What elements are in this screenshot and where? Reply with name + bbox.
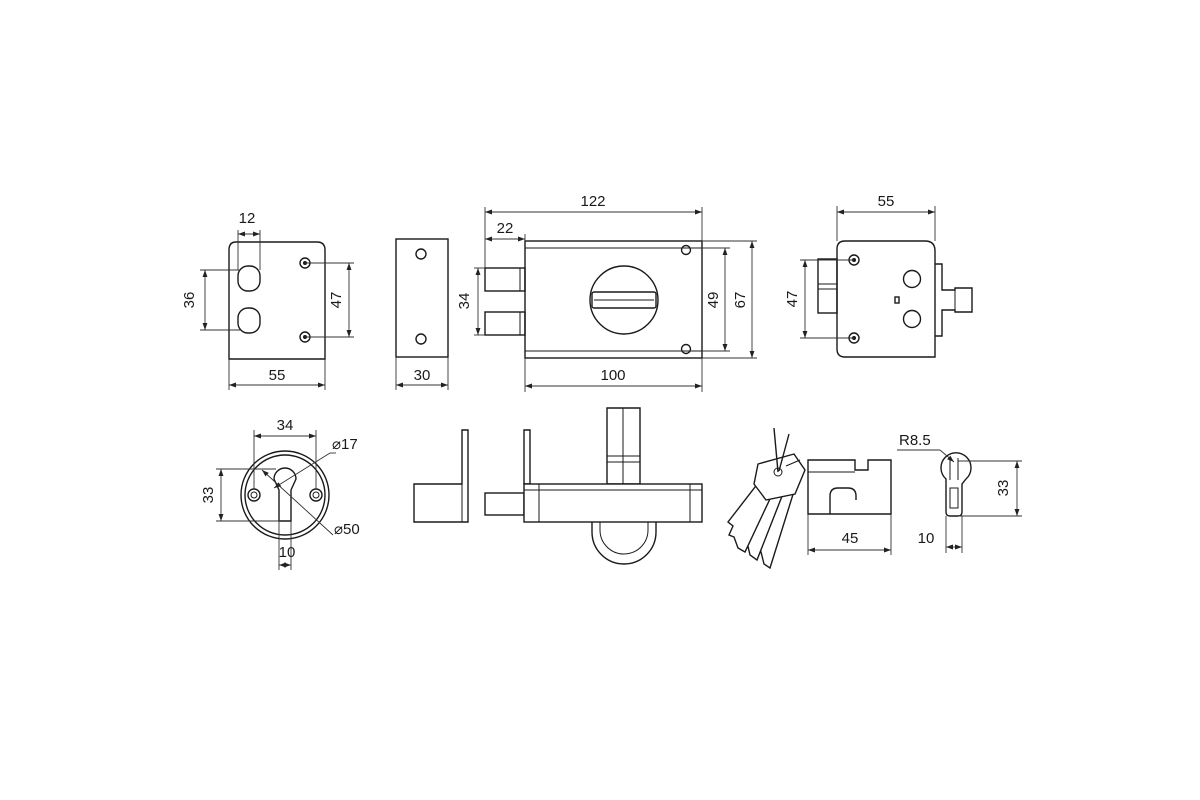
knob-grip — [591, 291, 657, 309]
lock-mounting-flange — [523, 429, 531, 485]
dim-inner-diameter: ⌀17 — [332, 436, 358, 453]
strike-plate-outline — [228, 241, 326, 360]
dim-hole-spacing-height: 36 — [181, 292, 198, 309]
lock-body-view: 122 22 34 49 67 100 — [456, 193, 757, 392]
escutcheon-view: 34 ⌀17 ⌀50 33 10 — [200, 417, 360, 570]
dim-escutcheon-spacing: 34 — [277, 417, 294, 434]
bolt-stub — [817, 258, 838, 314]
dim-side-height: 47 — [784, 291, 801, 308]
bolt-bottom — [484, 311, 526, 336]
lock-side-view: 55 47 — [784, 193, 973, 358]
dim-body-height: 67 — [732, 292, 749, 309]
cylinder-body — [807, 459, 892, 515]
lock-side-outline — [836, 240, 936, 358]
knob-outline — [589, 265, 659, 335]
dim-profile-radius: R8.5 — [899, 432, 931, 449]
side-strike-view: 30 — [395, 238, 449, 390]
dim-body-width: 100 — [600, 367, 625, 384]
dim-bolt-offset: 22 — [497, 220, 514, 237]
dim-cylinder-length: 45 — [842, 530, 859, 547]
key-head — [753, 453, 806, 501]
dim-escutcheon-height: 33 — [200, 487, 217, 504]
lock-body-outline — [524, 240, 703, 359]
strike-slot-top — [237, 265, 261, 292]
bolt-top-view — [484, 492, 525, 516]
side-strike-outline — [395, 238, 449, 358]
dim-strike-height: 47 — [328, 292, 345, 309]
dim-profile-height: 33 — [995, 480, 1012, 497]
dim-side-width: 55 — [878, 193, 895, 210]
escutcheon-outline — [240, 450, 330, 540]
dim-inner-height: 49 — [705, 292, 722, 309]
dim-side-strike-width: 30 — [414, 367, 431, 384]
bolt-top — [484, 267, 526, 292]
dim-strike-width: 55 — [269, 367, 286, 384]
dim-outer-diameter: ⌀50 — [334, 521, 360, 538]
cylinder-view: 45 — [727, 427, 892, 570]
dim-bolt-span: 34 — [456, 293, 473, 310]
front-strike-view: 12 36 47 55 — [181, 210, 354, 390]
strike-slot-bottom — [237, 307, 261, 334]
dim-overall-width: 122 — [580, 193, 605, 210]
strike-angle-bracket — [413, 429, 469, 523]
dim-hole-spacing-width: 12 — [239, 210, 256, 227]
lock-top-view — [413, 407, 703, 565]
cylinder-profile-view: R8.5 33 10 — [897, 432, 1022, 553]
knob-dome — [591, 522, 657, 565]
spindle — [935, 263, 973, 337]
dim-escutcheon-width: 10 — [279, 544, 296, 561]
keys — [727, 427, 806, 570]
cylinder-cam — [829, 487, 857, 514]
keyhole — [273, 467, 297, 522]
profile-outline — [940, 452, 972, 517]
dim-profile-width: 10 — [918, 530, 935, 547]
